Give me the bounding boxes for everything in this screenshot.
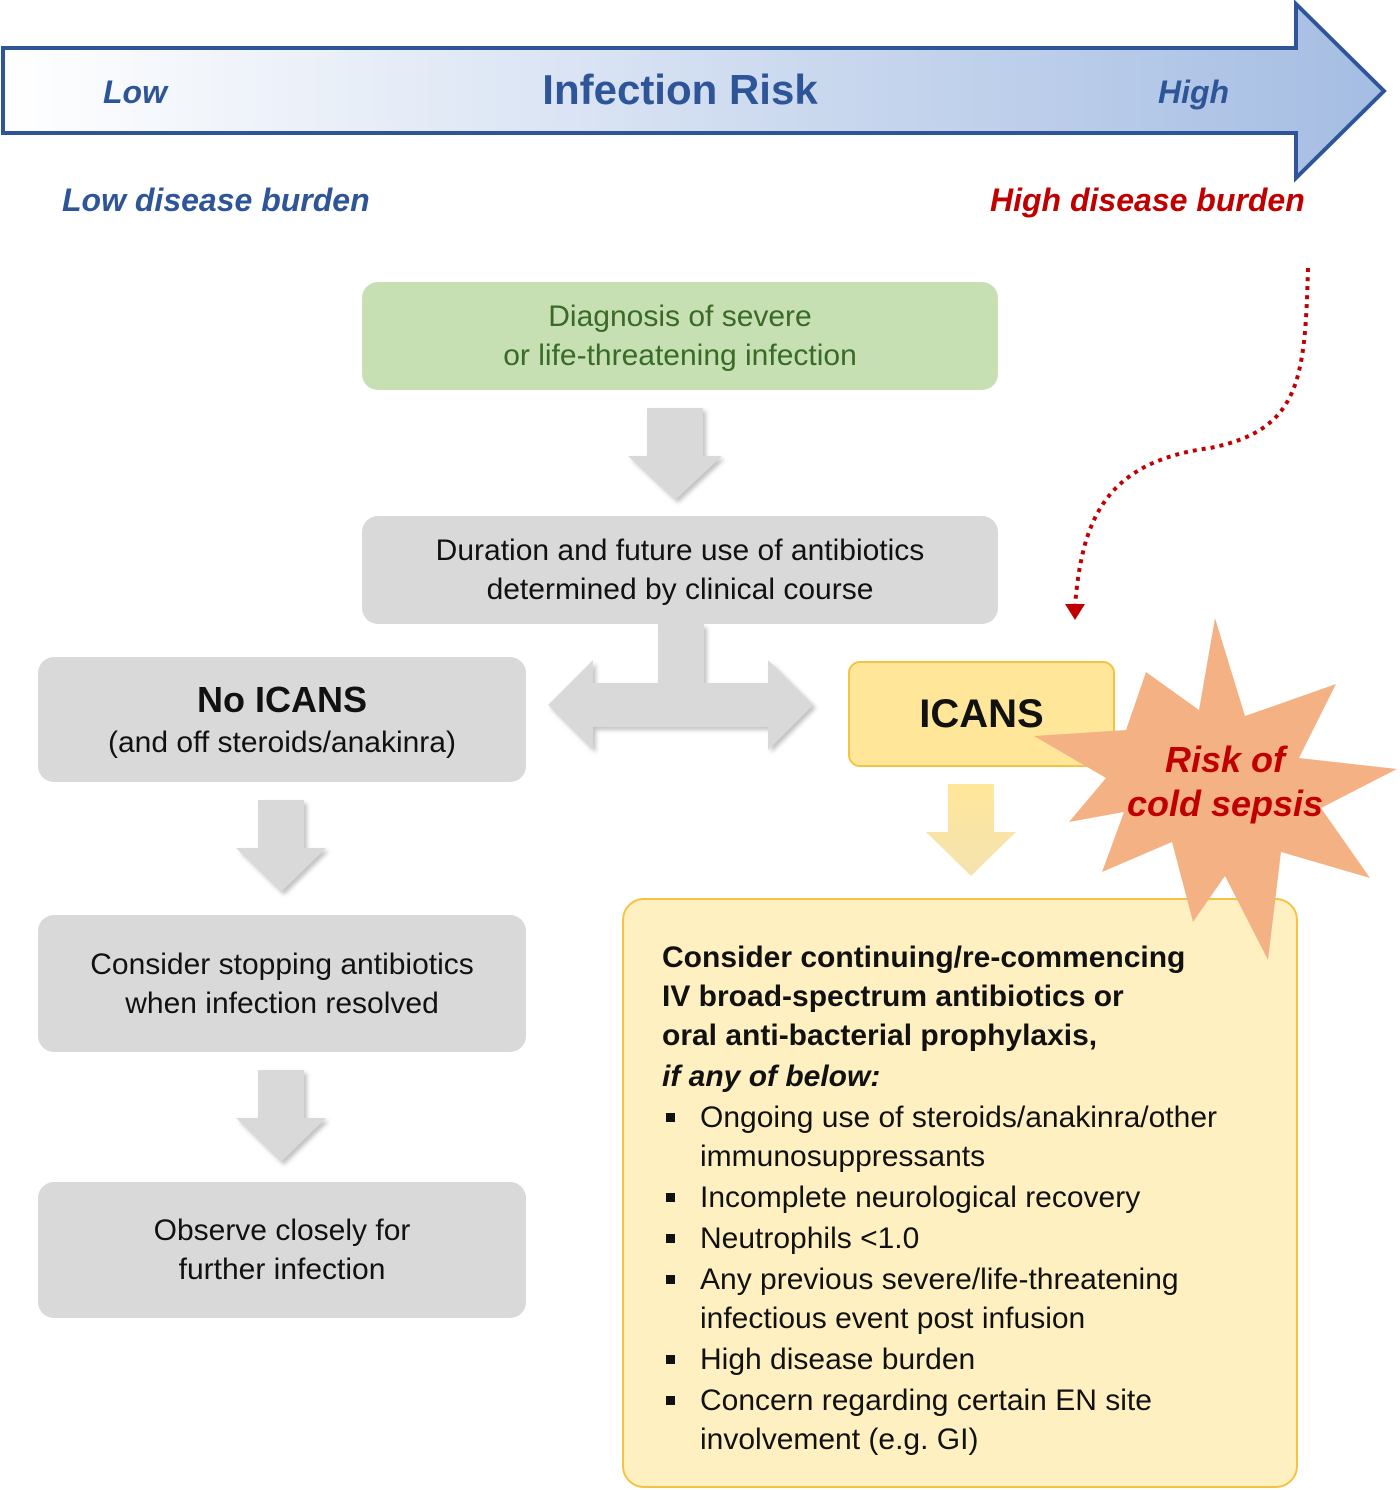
criteria-item: High disease burden (662, 1340, 1292, 1379)
criteria-item: Incomplete neurological recovery (662, 1178, 1292, 1217)
observe-box: Observe closely for further infection (38, 1182, 526, 1318)
low-disease-burden-label: Low disease burden (62, 182, 370, 218)
no-icans-subtitle: (and off steroids/anakinra) (108, 726, 456, 760)
high-disease-burden-label: High disease burden (990, 182, 1305, 218)
icans-box: ICANS (848, 661, 1115, 767)
down-arrow-icans-to-consider (926, 784, 1016, 876)
infection-risk-arrow (1, 0, 1387, 183)
consider-subheading: if any of below: (662, 1060, 881, 1093)
risk-high-label: High (1158, 74, 1230, 110)
stop-antibiotics-box: Consider stopping antibiotics when infec… (38, 915, 526, 1052)
down-arrow-stop-to-observe (236, 1070, 326, 1162)
callout-line-2: cold sepsis (1126, 783, 1324, 824)
diagnosis-line-1: Diagnosis of severe (548, 300, 812, 333)
branch-double-arrow (548, 624, 813, 750)
no-icans-box: No ICANS (and off steroids/anakinra) (38, 657, 526, 782)
observe-line-2: further infection (178, 1253, 386, 1286)
duration-box: Duration and future use of antibiotics d… (362, 516, 998, 624)
criteria-list: Ongoing use of steroids/anakinra/other i… (662, 1098, 1292, 1459)
criteria-item: Ongoing use of steroids/anakinra/other i… (662, 1098, 1292, 1176)
diagnosis-box: Diagnosis of severe or life-threatening … (362, 282, 998, 390)
duration-line-2: determined by clinical course (486, 573, 874, 606)
diagnosis-line-2: or life-threatening infection (503, 339, 857, 372)
consider-continuing-panel (622, 898, 1298, 1488)
down-arrow-noicans-to-stop (236, 800, 326, 892)
criteria-item: Concern regarding certain EN site involv… (662, 1381, 1292, 1459)
stop-antibiotics-line-1: Consider stopping antibiotics (90, 947, 474, 981)
callout-line-1: Risk of (1164, 739, 1286, 780)
consider-heading-line-3: oral anti-bacterial prophylaxis, (662, 1019, 1098, 1052)
criteria-item: Neutrophils <1.0 (662, 1219, 1292, 1258)
icans-title: ICANS (919, 692, 1044, 736)
cold-sepsis-callout: Risk of cold sepsis (1105, 738, 1345, 826)
no-icans-title: No ICANS (197, 678, 367, 720)
consider-heading-line-2: IV broad-spectrum antibiotics or (662, 980, 1124, 1013)
dotted-burden-arrow (1065, 267, 1310, 620)
consider-heading-line-1: Consider continuing/re-commencing (662, 941, 1186, 974)
down-arrow-diagnosis-to-duration (628, 408, 722, 500)
consider-continuing-content: Consider continuing/re-commencing IV bro… (662, 938, 1292, 1459)
risk-low-label: Low (103, 74, 167, 110)
risk-title: Infection Risk (542, 66, 818, 113)
duration-line-1: Duration and future use of antibiotics (435, 534, 925, 567)
observe-line-1: Observe closely for (153, 1214, 411, 1247)
stop-antibiotics-line-2: when infection resolved (125, 986, 439, 1020)
criteria-item: Any previous severe/life-threatening inf… (662, 1260, 1292, 1338)
